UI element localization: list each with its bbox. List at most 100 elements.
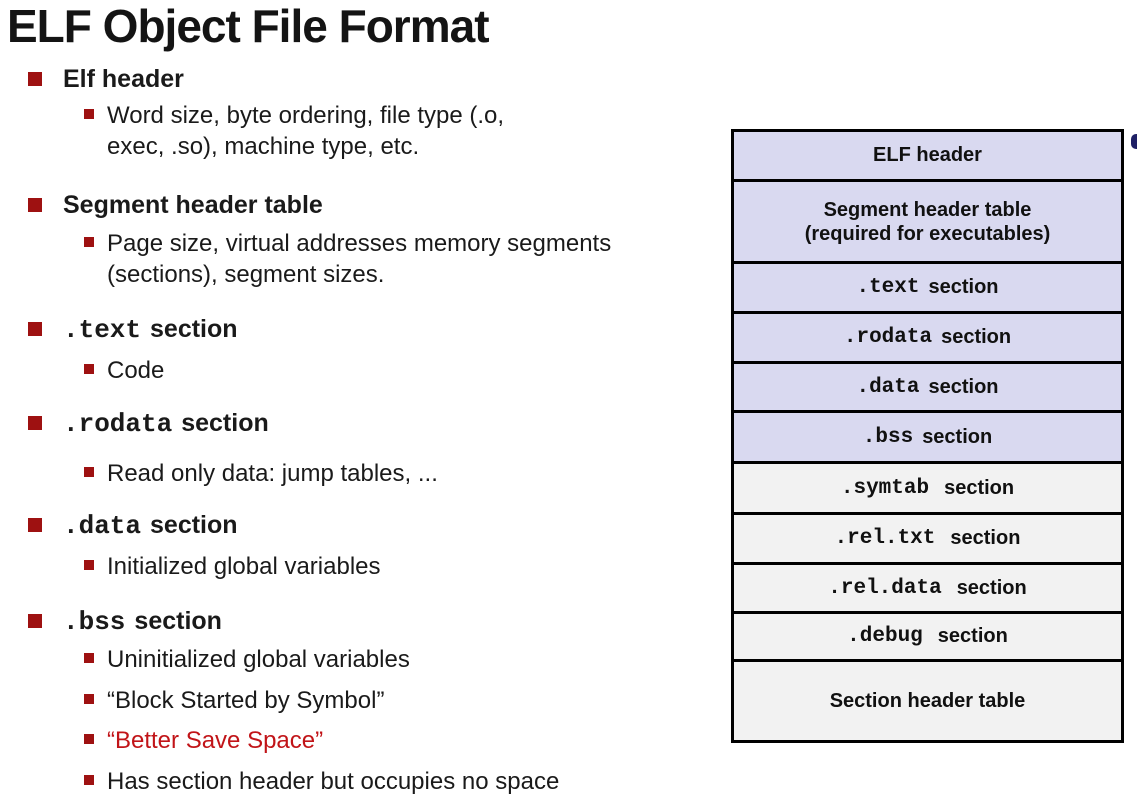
- row-label: section: [922, 425, 993, 448]
- outline-subitem: Uninitialized global variables: [84, 644, 410, 675]
- outline-heading: Segment header table: [63, 190, 323, 220]
- outline-item-text-section: .text section: [28, 314, 238, 345]
- heading-label: section: [150, 315, 238, 343]
- bullet-square-icon: [28, 518, 42, 532]
- subitem-line: Initialized global variables: [107, 553, 381, 580]
- outline-subitem: Initialized global variables: [84, 551, 381, 582]
- sub-bullet-square-icon: [84, 734, 94, 744]
- outline-subitem: Has section header but occupies no space: [84, 766, 559, 797]
- row-label: section: [956, 576, 1027, 599]
- bullet-square-icon: [28, 72, 42, 86]
- outline-item-rodata-section: .rodata section: [28, 408, 269, 439]
- subitem-text: Uninitialized global variables: [107, 644, 410, 675]
- subitem-line: Read only data: jump tables, ...: [107, 460, 438, 487]
- heading-mono: .data: [63, 511, 142, 541]
- heading-label: section: [134, 607, 222, 635]
- row-mono: .symtab: [840, 476, 930, 500]
- heading-mono: .rodata: [63, 409, 173, 439]
- row-label: section: [928, 375, 999, 398]
- subitem-text: Has section header but occupies no space: [107, 766, 559, 797]
- row-mono: .rel.txt: [834, 527, 936, 550]
- outline-heading: .data section: [63, 510, 238, 541]
- subitem-text: Page size, virtual addresses memory segm…: [107, 228, 611, 290]
- row-mono: .rel.data: [828, 576, 942, 600]
- subitem-line: Uninitialized global variables: [107, 646, 410, 673]
- diagram-row-elf-header: ELF header: [734, 132, 1121, 182]
- heading-label: section: [181, 409, 269, 437]
- sub-bullet-square-icon: [84, 775, 94, 785]
- diagram-row-text-section: .text section: [734, 264, 1121, 314]
- diagram-row-section-header-table: Section header table: [734, 662, 1121, 740]
- subitem-line: (sections), segment sizes.: [107, 261, 385, 288]
- diagram-row-rel-data-section: .rel.data section: [734, 565, 1121, 614]
- heading-label: Segment header table: [63, 191, 323, 219]
- bullet-square-icon: [28, 322, 42, 336]
- row-label: section: [937, 625, 1008, 647]
- bullet-square-icon: [28, 198, 42, 212]
- diagram-row-rodata-section: .rodata section: [734, 314, 1121, 364]
- subitem-text: Code: [107, 355, 164, 386]
- outline-subitem: “Better Save Space”: [84, 725, 323, 756]
- clipped-bullet-marker-icon: [1131, 134, 1137, 149]
- subitem-text-highlighted: “Better Save Space”: [107, 725, 323, 756]
- sub-bullet-square-icon: [84, 694, 94, 704]
- subitem-text: Read only data: jump tables, ...: [107, 458, 438, 489]
- diagram-row-data-section: .data section: [734, 364, 1121, 413]
- subitem-line: “Better Save Space”: [107, 727, 324, 754]
- outline-subitem: Word size, byte ordering, file type (.o,…: [84, 100, 504, 162]
- outline-item-data-section: .data section: [28, 510, 238, 541]
- subitem-text: Word size, byte ordering, file type (.o,…: [107, 100, 504, 162]
- subitem-line: exec, .so), machine type, etc.: [107, 133, 420, 160]
- outline-item-bss-section: .bss section: [28, 606, 222, 637]
- row-mono: .data: [856, 375, 920, 399]
- outline-subitem: “Block Started by Symbol”: [84, 685, 384, 716]
- diagram-row-debug-section: .debug section: [734, 614, 1121, 662]
- row-label: Segment header table: [823, 198, 1032, 221]
- subitem-line: Has section header but occupies no space: [107, 768, 560, 795]
- diagram-row-segment-header-table: Segment header table (required for execu…: [734, 182, 1121, 264]
- subitem-line: “Block Started by Symbol”: [107, 687, 385, 714]
- heading-mono: .bss: [63, 607, 126, 637]
- row-label: ELF header: [873, 144, 982, 166]
- row-label-line2: (required for executables): [804, 222, 1051, 245]
- row-label: section: [941, 326, 1012, 348]
- sub-bullet-square-icon: [84, 237, 94, 247]
- outline-item-elf-header: Elf header: [28, 64, 184, 94]
- row-mono: .debug: [847, 625, 923, 648]
- diagram-row-bss-section: .bss section: [734, 413, 1121, 464]
- row-mono: .text: [856, 276, 920, 299]
- outline-heading: .bss section: [63, 606, 222, 637]
- diagram-row-rel-txt-section: .rel.txt section: [734, 515, 1121, 565]
- outline-heading: .rodata section: [63, 408, 269, 439]
- outline-subitem: Read only data: jump tables, ...: [84, 458, 438, 489]
- outline-subitem: Code: [84, 355, 164, 386]
- elf-file-layout-diagram: ELF header Segment header table (require…: [731, 129, 1124, 743]
- sub-bullet-square-icon: [84, 653, 94, 663]
- outline-item-segment-header-table: Segment header table: [28, 190, 323, 220]
- row-mono: .rodata: [843, 326, 933, 349]
- sub-bullet-square-icon: [84, 109, 94, 119]
- diagram-row-symtab-section: .symtab section: [734, 464, 1121, 515]
- subitem-line: Word size, byte ordering, file type (.o,: [107, 102, 505, 129]
- row-label: section: [928, 276, 999, 298]
- outline-heading: Elf header: [63, 64, 184, 94]
- subitem-line: Page size, virtual addresses memory segm…: [107, 230, 612, 257]
- row-label: Section header table: [829, 689, 1026, 712]
- bullet-square-icon: [28, 614, 42, 628]
- sub-bullet-square-icon: [84, 467, 94, 477]
- page-title: ELF Object File Format: [7, 0, 490, 52]
- subitem-text: Initialized global variables: [107, 551, 381, 582]
- sub-bullet-square-icon: [84, 364, 94, 374]
- subitem-line: Code: [107, 357, 165, 384]
- heading-label: section: [150, 511, 238, 539]
- subitem-text: “Block Started by Symbol”: [107, 685, 384, 716]
- bullet-square-icon: [28, 416, 42, 430]
- row-label: section: [950, 527, 1021, 549]
- outline-subitem: Page size, virtual addresses memory segm…: [84, 228, 611, 290]
- row-mono: .bss: [862, 425, 914, 449]
- sub-bullet-square-icon: [84, 560, 94, 570]
- row-label: section: [944, 476, 1015, 499]
- heading-mono: .text: [63, 315, 142, 345]
- heading-label: Elf header: [63, 65, 184, 93]
